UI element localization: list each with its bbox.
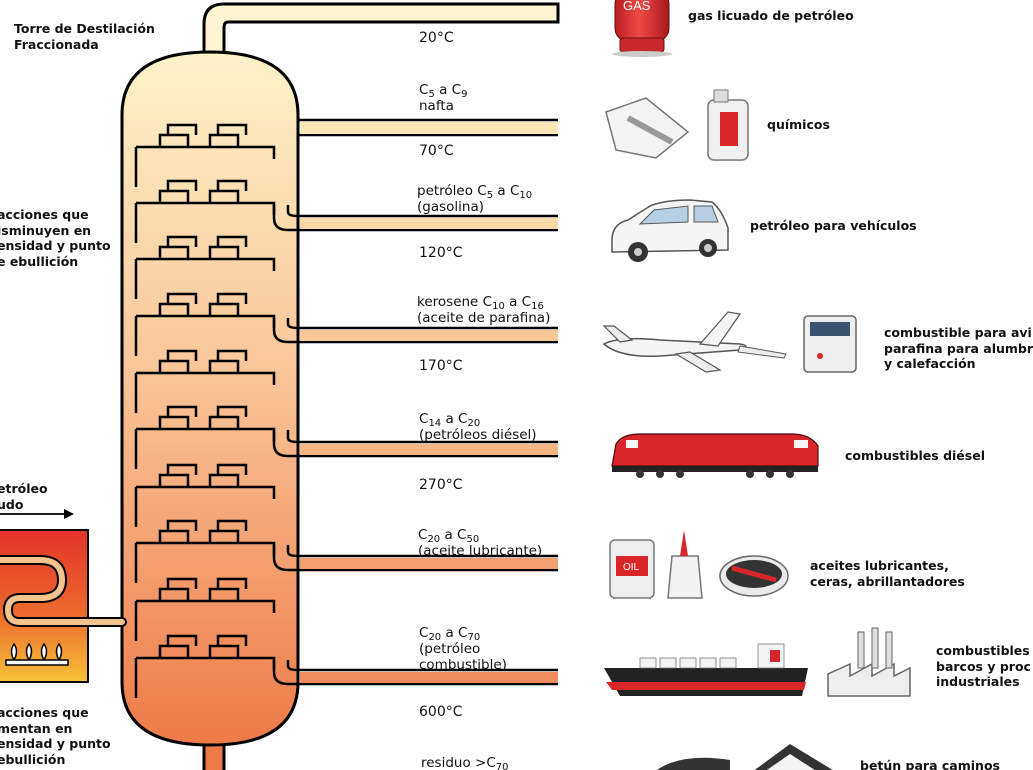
car-icon — [611, 199, 729, 262]
fraction-diesel: C14 a C20 (petróleos diésel) — [419, 411, 537, 443]
fraction-combustible: C20 a C70 (petróleo combustible) — [419, 625, 507, 673]
distillation-tower — [120, 50, 300, 747]
temp-20: 20°C — [419, 30, 454, 46]
fraction-gasolina: petróleo C5 a C10 (gasolina) — [417, 183, 533, 215]
chemicals-icon — [605, 89, 749, 161]
crude-inlet-arrow — [0, 509, 74, 519]
top-gas-pipe — [202, 2, 560, 64]
tray-8 — [134, 519, 276, 583]
gas-tank-label: GAS — [623, 0, 651, 13]
tray-10 — [134, 634, 276, 698]
fraction-lubricante: C20 a C50 (aceite lubricante) — [418, 527, 543, 559]
burner-flames — [5, 642, 69, 666]
ship-icon — [604, 643, 808, 696]
temp-600: 600°C — [419, 704, 463, 720]
increasing-fractions-label: acciones que mentan en ensidad y punto e… — [0, 705, 111, 767]
lubricants-icon: OIL — [609, 530, 789, 599]
product-quimicos: químicos — [767, 117, 830, 132]
heater-icon — [803, 315, 857, 373]
oil-can-label: OIL — [623, 562, 640, 573]
tray-2 — [134, 179, 276, 243]
tray-7 — [134, 463, 276, 527]
tray-9 — [134, 577, 276, 641]
decreasing-fractions-label: acciones que isminuyen en ensidad y punt… — [0, 207, 111, 269]
product-betun: betún para caminos — [860, 758, 1000, 770]
pipe-fills — [300, 122, 558, 683]
road-house-icon — [656, 744, 833, 770]
gas-tank-icon: GAS — [612, 0, 672, 57]
product-lubricantes: aceites lubricantes, ceras, abrillantado… — [810, 558, 965, 589]
airplane-icon — [602, 311, 787, 373]
factory-icon — [827, 627, 911, 697]
temp-120: 120°C — [419, 245, 463, 261]
temp-170: 170°C — [419, 358, 463, 374]
tray-6 — [134, 405, 276, 469]
temp-270: 270°C — [419, 477, 463, 493]
fraction-kerosene: kerosene C10 a C16 (aceite de parafina) — [417, 294, 551, 326]
crude-oil-label: etróleo udo — [0, 481, 48, 512]
tray-3 — [134, 235, 276, 299]
temp-70: 70°C — [419, 143, 454, 159]
fraction-nafta: C5 a C9 nafta — [419, 82, 468, 114]
fraction-residuo: residuo >C70 — [421, 755, 509, 770]
tray-4 — [134, 292, 276, 356]
bubble-cap-trays — [134, 123, 276, 698]
tower-title: Torre de Destilación Fraccionada — [14, 21, 155, 52]
furnace — [0, 529, 127, 683]
product-gas: gas licuado de petróleo — [688, 8, 854, 23]
product-aviacion: combustible para avi parafina para alumb… — [884, 325, 1033, 371]
tray-1 — [134, 123, 276, 187]
product-diesel: combustibles diésel — [845, 448, 985, 463]
product-vehiculos: petróleo para vehículos — [750, 218, 917, 233]
locomotive-icon — [611, 433, 819, 478]
tray-5 — [134, 349, 276, 413]
product-barcos: combustibles barcos y proc industriales — [936, 643, 1031, 689]
side-draw-pipes — [272, 118, 558, 686]
